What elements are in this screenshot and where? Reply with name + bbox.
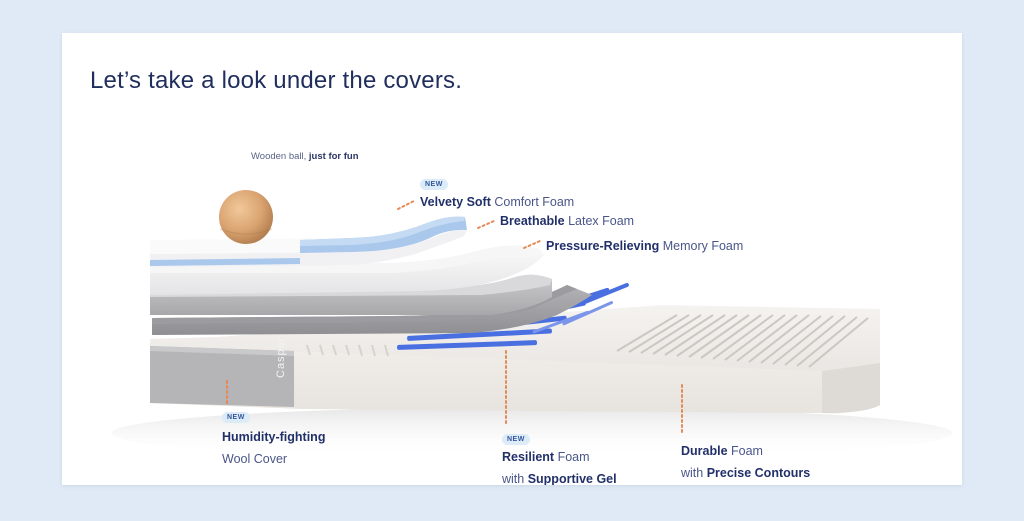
mattress-illustration: Casper <box>112 190 952 459</box>
label-resilient: NEW Resilient Foam with Supportive Gel <box>502 428 617 485</box>
label-wooden-ball-bold: just for fun <box>308 151 359 162</box>
label-durable-light: Foam <box>727 444 763 458</box>
label-latex: Breathable Latex Foam <box>500 210 634 232</box>
label-resilient-with: with <box>502 472 528 485</box>
label-memory-light: Memory Foam <box>659 239 744 253</box>
label-durable-with: with <box>681 466 707 480</box>
label-humidity-line2: Wool Cover <box>222 452 288 466</box>
label-velvety-bold: Velvety Soft <box>420 195 491 209</box>
new-badge: NEW <box>420 179 448 190</box>
label-humidity-line1: Humidity-fighting <box>222 430 326 444</box>
label-velvety: NEW Velvety Soft Comfort Foam <box>420 173 574 213</box>
label-wooden-ball-light: Wooden ball, <box>251 151 309 162</box>
label-resilient-light: Foam <box>554 450 590 464</box>
page-title: Let’s take a look under the covers. <box>90 67 463 94</box>
label-latex-bold: Breathable <box>500 214 565 228</box>
label-wooden-ball: Wooden ball, just for fun <box>251 151 359 162</box>
label-latex-light: Latex Foam <box>564 214 635 228</box>
label-durable-contours: Precise Contours <box>706 466 811 480</box>
new-badge: NEW <box>222 412 250 423</box>
content-card: Let’s take a look under the covers. <box>62 33 962 485</box>
label-resilient-bold: Resilient <box>502 450 555 464</box>
label-durable-bold: Durable <box>681 444 728 458</box>
label-durable: Durable Foam with Precise Contours <box>681 440 810 484</box>
new-badge: NEW <box>502 434 530 445</box>
label-velvety-light: Comfort Foam <box>490 195 575 209</box>
label-resilient-gel: Supportive Gel <box>527 472 617 485</box>
label-memory: Pressure-Relieving Memory Foam <box>546 235 743 257</box>
brand-mark: Casper <box>275 337 287 378</box>
label-memory-bold: Pressure-Relieving <box>546 239 660 253</box>
label-humidity: NEW Humidity-fighting Wool Cover <box>222 406 325 470</box>
